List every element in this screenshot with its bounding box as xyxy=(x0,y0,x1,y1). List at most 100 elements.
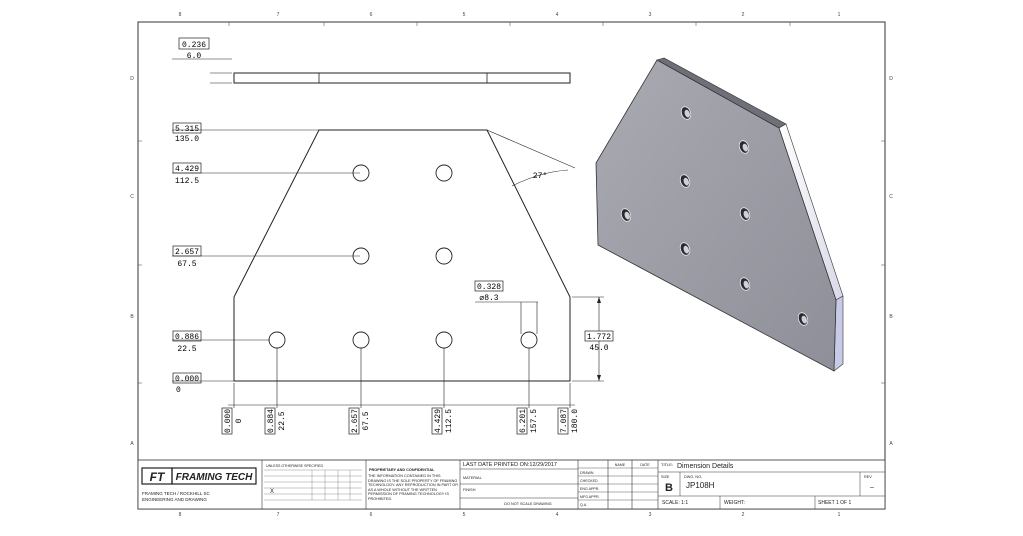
zone-column-label: 7 xyxy=(277,12,280,18)
iso-hole-bore xyxy=(624,211,631,220)
angle-label: 27° xyxy=(533,172,547,181)
mounting-hole xyxy=(435,164,453,182)
zone-column-label: 8 xyxy=(179,12,182,18)
dim-box xyxy=(557,407,569,435)
mounting-hole xyxy=(268,331,286,349)
dim-top-mm: 135.0 xyxy=(175,135,199,144)
bottom-dim-in: 2.657 xyxy=(351,409,360,433)
last-printed: LAST DATE PRINTED ON:12/29/2017 xyxy=(463,462,557,468)
title-block-frame xyxy=(137,459,886,510)
tolerance-grid: X xyxy=(264,469,362,501)
iso-hole-bore xyxy=(743,210,750,219)
mfg-appr-label: MFG APPR. xyxy=(580,495,600,499)
company-line2: ENGINEERING AND DRAWING xyxy=(142,497,207,502)
zone-column-label: 1 xyxy=(838,512,841,518)
zone-column-label: 3 xyxy=(649,512,652,518)
hole-dia-in: 0.328 xyxy=(477,283,501,292)
mounting-hole xyxy=(352,331,370,349)
iso-hole-bore xyxy=(684,109,691,118)
zone-column-label: 2 xyxy=(742,12,745,18)
angle-leader xyxy=(486,129,576,169)
bottom-dim-mm: 157.5 xyxy=(530,409,539,433)
proprietary-text: THE INFORMATION CONTAINED IN THIS DRAWIN… xyxy=(368,474,458,501)
zone-row-label: D xyxy=(130,76,134,82)
logo-text-box xyxy=(171,467,257,485)
iso-hole-bore xyxy=(801,315,808,324)
angle-arc xyxy=(511,169,569,187)
hole-pattern xyxy=(268,164,538,349)
dwg-label: DWG. NO. xyxy=(684,475,702,479)
iso-plate-face xyxy=(595,59,837,372)
dim-box xyxy=(172,162,202,174)
bottom-dim-mm: 22.5 xyxy=(278,411,287,430)
drawn-label: DRAWN xyxy=(580,471,594,475)
date-label: DATE xyxy=(640,463,650,467)
dim-row1-mm: 112.5 xyxy=(175,177,199,186)
zone-row-label: C xyxy=(889,194,893,200)
size-label: SIZE xyxy=(661,475,670,479)
bottom-dim-in: 4.429 xyxy=(434,409,443,433)
dim-box xyxy=(172,245,202,257)
dim-base-in: 0.000 xyxy=(175,375,199,384)
thickness-mm: 6.0 xyxy=(187,52,202,61)
material-label: MATERIAL xyxy=(463,476,482,480)
thickness-in: 0.236 xyxy=(182,41,206,50)
dim-row2-in: 2.657 xyxy=(175,248,199,257)
iso-hole-bore xyxy=(742,143,749,152)
dim-box xyxy=(264,407,276,435)
dim-box xyxy=(172,122,202,134)
zone-column-label: 4 xyxy=(556,512,559,518)
dim-row1-in: 4.429 xyxy=(175,165,199,174)
zone-row-label: B xyxy=(889,314,893,320)
bottom-dim-mm: 0 xyxy=(235,418,244,423)
dim-box xyxy=(516,407,528,435)
zone-column-label: 7 xyxy=(277,512,280,518)
tolerance-title: UNLESS OTHERWISE SPECIFIED xyxy=(266,464,323,468)
side-dim-mm: 45.0 xyxy=(589,344,608,353)
rev-value: – xyxy=(870,484,874,491)
zone-column-label: 8 xyxy=(179,512,182,518)
iso-hole-bore xyxy=(683,245,690,254)
dim-top-in: 5.315 xyxy=(175,125,199,134)
bottom-dim-in: 0.884 xyxy=(267,409,276,433)
dim-box xyxy=(474,280,504,292)
title-label: TITLE: xyxy=(661,462,673,467)
dim-box xyxy=(584,330,614,342)
dim-row3-in: 0.886 xyxy=(175,333,199,342)
zone-column-label: 3 xyxy=(649,12,652,18)
dim-box xyxy=(431,407,443,435)
iso-hole-bore xyxy=(683,177,690,186)
company-line1: FRAMING TECH / ROCKHILL SC xyxy=(142,491,211,496)
front-view: 5.315 135.0 4.429 112.5 2.657 67.5 0.886… xyxy=(172,122,614,435)
iso-hole-bore xyxy=(743,280,750,289)
zone-column-label: 6 xyxy=(370,512,373,518)
thickness-box xyxy=(178,37,210,50)
dwg-value: JP108H xyxy=(686,481,715,490)
do-not-scale: DO NOT SCALE DRAWING xyxy=(504,502,552,506)
bottom-dim-in: 6.201 xyxy=(519,409,528,433)
dim-box xyxy=(172,330,202,342)
zone-column-label: 5 xyxy=(463,512,466,518)
scale-label: SCALE: 1:1 xyxy=(662,500,688,506)
dim-row2-mm: 67.5 xyxy=(177,260,196,269)
name-label: NAME xyxy=(615,463,626,467)
top-view: 0.236 6.0 xyxy=(172,37,571,84)
weight-label: WEIGHT: xyxy=(724,500,745,506)
sheet-label: SHEET 1 OF 1 xyxy=(818,500,851,506)
arrow-head xyxy=(597,375,601,381)
dim-box xyxy=(172,372,202,384)
dim-box xyxy=(221,407,233,435)
rev-label: REV xyxy=(864,475,872,479)
zone-column-label: 2 xyxy=(742,512,745,518)
eng-appr-label: ENG APPR. xyxy=(580,487,599,491)
size-value: B xyxy=(665,482,673,494)
arrow-head xyxy=(597,297,601,303)
